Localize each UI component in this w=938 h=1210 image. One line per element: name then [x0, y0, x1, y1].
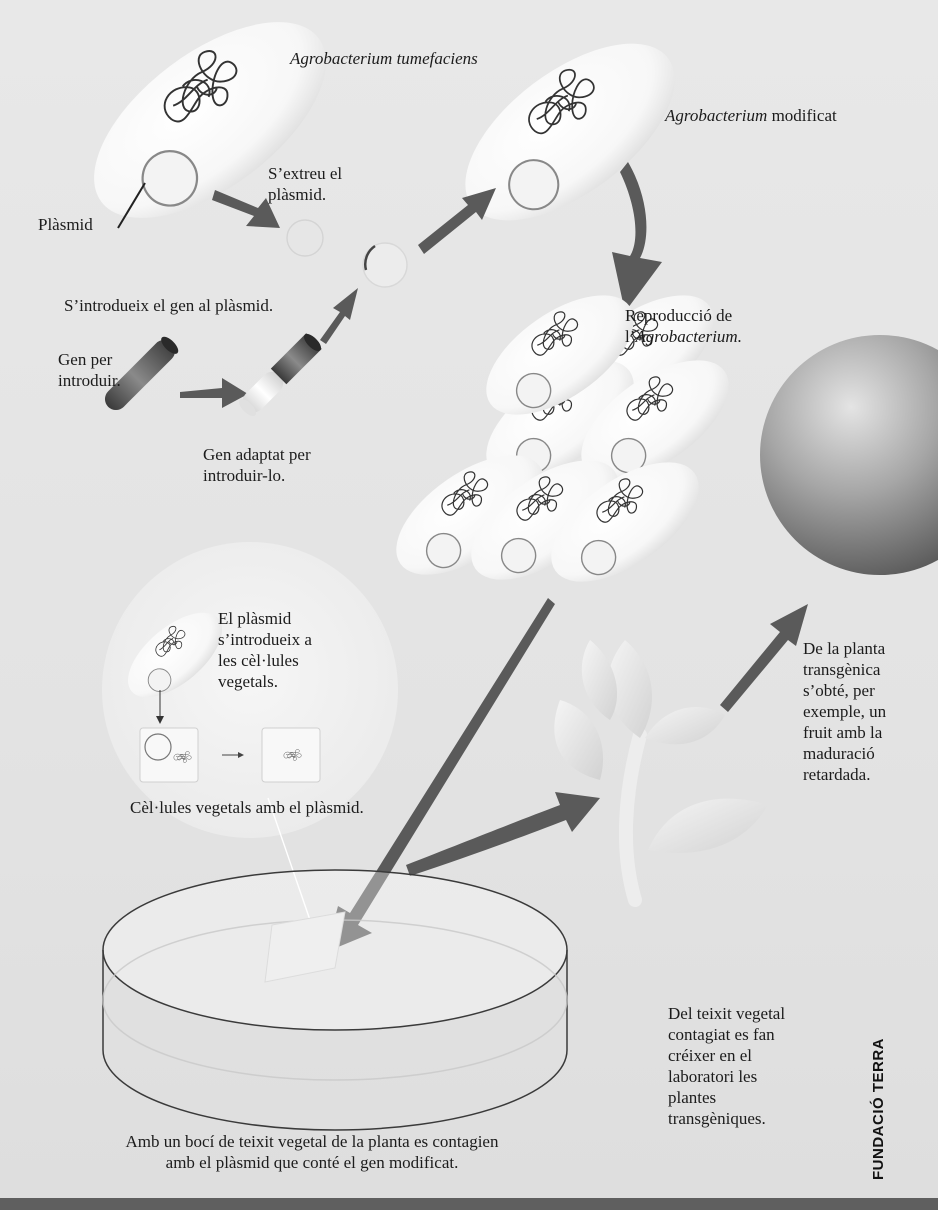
- extracted-plasmid-ring: [287, 220, 323, 256]
- adapted-gene-tube: [236, 331, 324, 419]
- label-gene-to-introduce: Gen per introduir.: [58, 349, 121, 391]
- arrow-adapt-gene: [180, 378, 248, 408]
- arrow-to-plant: [406, 792, 600, 876]
- arrow-reproduce: [612, 162, 662, 312]
- credit-fundacio-terra: FUNDACIÓ TERRA: [870, 980, 892, 1180]
- label-plasmid-enters-cells: El plàsmid s’introdueix a les cèl·lules …: [218, 608, 312, 692]
- plant-cell-before: [140, 728, 198, 782]
- fruit-sphere: [760, 335, 938, 575]
- label-dish-caption: Amb un bocí de teixit vegetal de la plan…: [62, 1131, 562, 1173]
- modified-agrobacterium-cell: [435, 10, 704, 255]
- label-grow-transgenic-plants: Del teixit vegetal contagiat es fan créi…: [668, 1003, 785, 1129]
- label-plasmid: Plàsmid: [38, 214, 93, 235]
- arrow-to-modified: [418, 188, 496, 254]
- label-reproduction: Reproducció de l’Agrobacterium.: [625, 305, 742, 347]
- label-extract-plasmid: S’extreu el plàsmid.: [268, 163, 342, 205]
- arrow-gene-to-plasmid: [320, 288, 358, 344]
- plant-seedling: [554, 640, 768, 900]
- agrobacterium-cell: [61, 0, 359, 256]
- label-modified-agrobacterium: Agrobacterium modificat: [665, 105, 837, 126]
- label-plant-cells-with-plasmid: Cèl·lules vegetals amb el plàsmid.: [130, 797, 364, 818]
- arrow-to-fruit: [720, 604, 808, 712]
- label-adapted-gene: Gen adaptat per introduir-lo.: [203, 444, 311, 486]
- label-insert-gene: S’introdueix el gen al plàsmid.: [64, 295, 273, 316]
- petri-dish: [103, 870, 567, 1130]
- plant-cell-after: [262, 728, 320, 782]
- label-transgenic-fruit: De la planta transgènica s’obté, per exe…: [803, 638, 886, 785]
- bottom-bar: [0, 1198, 938, 1210]
- label-agrobacterium-tumefaciens: Agrobacterium tumefaciens: [290, 48, 478, 69]
